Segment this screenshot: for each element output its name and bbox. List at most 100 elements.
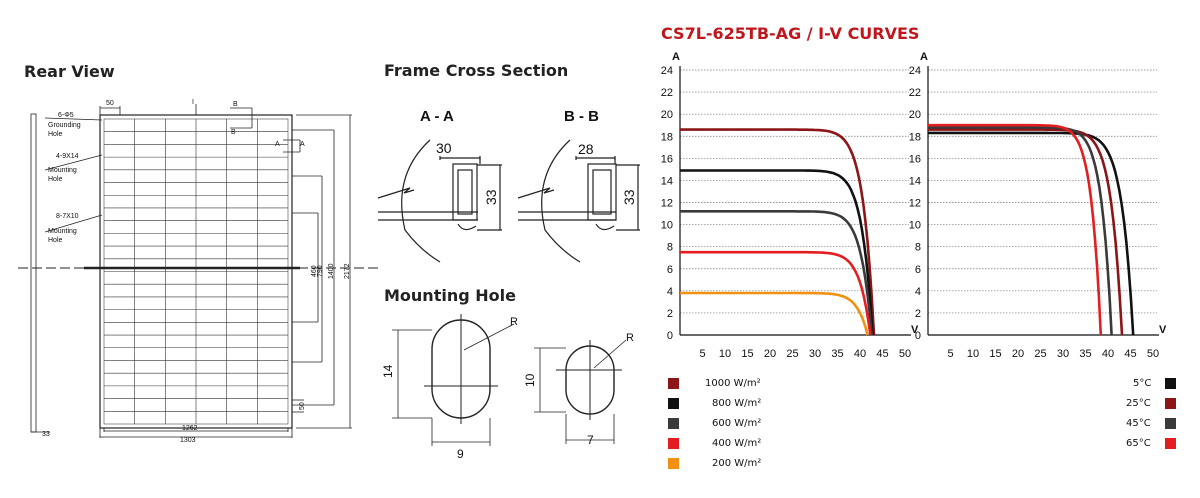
y-tick-label: 8 xyxy=(667,242,673,254)
dim-v1: 460 xyxy=(311,265,318,277)
x-tick-label: 10 xyxy=(967,348,979,360)
y-tick-label: 14 xyxy=(909,175,921,187)
x-axis-label: V xyxy=(1159,324,1167,336)
x-tick-label: 5 xyxy=(947,348,953,360)
section-a-height: 33 xyxy=(483,189,499,205)
series-line xyxy=(928,123,1103,336)
section-mark-a2: A xyxy=(300,141,305,148)
x-tick-label: 25 xyxy=(1034,348,1046,360)
section-a-width: 30 xyxy=(436,140,452,156)
y-tick-label: 0 xyxy=(915,330,921,342)
legend-label: 800 W/m² xyxy=(712,398,762,409)
legend-swatch xyxy=(668,378,679,389)
dim-bottom-a: 1262 xyxy=(182,425,198,432)
section-mark-a: A xyxy=(275,141,280,148)
x-tick-label: 50 xyxy=(899,348,911,360)
rear-view-dimension-text: 50 I B B A A 1262 1303 33 50 460 790 140… xyxy=(42,99,351,444)
section-a-drawing xyxy=(377,139,502,263)
legend-item: 200 W/m² xyxy=(668,458,761,469)
frame-section-title: Frame Cross Section xyxy=(384,61,569,80)
y-tick-label: 22 xyxy=(661,87,673,99)
legend-item: 45°C xyxy=(1126,418,1176,429)
mounting-hole-title: Mounting Hole xyxy=(384,286,516,305)
legend-label: 600 W/m² xyxy=(712,418,762,429)
section-mark-b2: B xyxy=(231,129,236,136)
y-tick-label: 24 xyxy=(661,65,673,77)
mount1-count: 4-9X14 xyxy=(56,153,79,160)
hole-small-width: 7 xyxy=(587,433,594,447)
dim-left-small: 33 xyxy=(42,431,50,438)
series-line xyxy=(928,131,1135,336)
series-line xyxy=(680,210,873,336)
y-tick-label: 16 xyxy=(909,153,921,165)
y-tick-label: 0 xyxy=(667,330,673,342)
hole-large-r: R xyxy=(510,316,518,328)
legend-swatch xyxy=(1164,438,1176,449)
x-tick-label: 20 xyxy=(1012,348,1024,360)
mounting-hole-large xyxy=(392,314,515,446)
legend-item: 5°C xyxy=(1133,378,1177,389)
section-mark-top: I xyxy=(192,99,194,106)
legend-item: 400 W/m² xyxy=(668,438,761,449)
y-tick-label: 20 xyxy=(909,109,921,121)
mount2-count: 8-7X10 xyxy=(56,213,79,220)
legend-label: 1000 W/m² xyxy=(705,378,761,389)
legend-swatch xyxy=(668,438,679,449)
x-tick-label: 50 xyxy=(1147,348,1159,360)
x-tick-label: 5 xyxy=(699,348,705,360)
legend-item: 25°C xyxy=(1126,398,1176,409)
legend-swatch xyxy=(668,458,679,469)
mount1-label-b: Hole xyxy=(48,176,63,183)
x-tick-label: 40 xyxy=(854,348,866,360)
x-tick-label: 40 xyxy=(1102,348,1114,360)
legend-label: 25°C xyxy=(1126,398,1151,409)
legend-swatch xyxy=(668,398,679,409)
x-tick-label: 10 xyxy=(719,348,731,360)
x-tick-label: 25 xyxy=(786,348,798,360)
y-tick-label: 10 xyxy=(661,220,673,232)
legend-label: 200 W/m² xyxy=(712,458,762,469)
legend-label: 5°C xyxy=(1133,378,1152,389)
legend-swatch xyxy=(668,418,679,429)
x-tick-label: 35 xyxy=(831,348,843,360)
series-line xyxy=(928,128,1124,336)
chart-title: CS7L-625TB-AG / I-V CURVES xyxy=(661,24,920,43)
section-b-height: 33 xyxy=(621,189,637,205)
x-tick-label: 15 xyxy=(741,348,753,360)
series-line xyxy=(680,128,876,336)
y-tick-label: 2 xyxy=(915,308,921,320)
section-mark-b: B xyxy=(233,101,238,108)
legend-swatch xyxy=(1164,398,1176,409)
x-axis-label: V xyxy=(911,324,919,336)
section-b-label: B - B xyxy=(564,108,599,125)
series-line xyxy=(680,291,869,336)
hole-large-width: 9 xyxy=(457,447,464,461)
x-tick-label: 30 xyxy=(1057,348,1069,360)
section-b-drawing xyxy=(517,139,640,263)
legend-item: 65°C xyxy=(1126,438,1176,449)
series-line xyxy=(680,250,872,336)
legend-label: 45°C xyxy=(1126,418,1151,429)
y-axis-label: A xyxy=(672,51,680,63)
legend-item: 1000 W/m² xyxy=(668,378,761,389)
section-a-label: A - A xyxy=(420,108,454,125)
y-tick-label: 20 xyxy=(661,109,673,121)
dim-right-small: 50 xyxy=(299,402,306,410)
y-tick-label: 24 xyxy=(909,65,921,77)
rear-view-drawing xyxy=(18,104,380,438)
dim-v4: 2172 xyxy=(344,263,351,279)
grounding-label-b: Hole xyxy=(48,131,63,138)
y-tick-label: 6 xyxy=(667,264,673,276)
legend-label: 65°C xyxy=(1126,438,1151,449)
side-profile xyxy=(30,113,37,433)
y-tick-label: 12 xyxy=(661,198,673,210)
legend-item: 800 W/m² xyxy=(668,398,761,409)
grounding-label-a: Grounding xyxy=(48,122,81,129)
rear-view-title: Rear View xyxy=(24,62,115,81)
cell-grid xyxy=(104,119,288,424)
x-tick-label: 45 xyxy=(876,348,888,360)
technical-drawings: 50 I B B A A 1262 1303 33 50 460 790 140… xyxy=(18,99,640,461)
mount2-label-b: Hole xyxy=(48,237,63,244)
y-tick-label: 16 xyxy=(661,153,673,165)
